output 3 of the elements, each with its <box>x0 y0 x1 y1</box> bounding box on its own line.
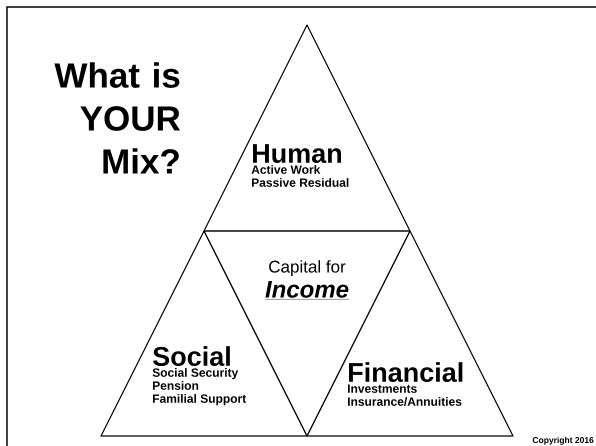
copyright-note: Copyright 2016 <box>532 436 594 445</box>
title: What is YOUR Mix? <box>54 62 180 174</box>
triangle-section: Human Active Work Passive Residual <box>203 24 411 232</box>
